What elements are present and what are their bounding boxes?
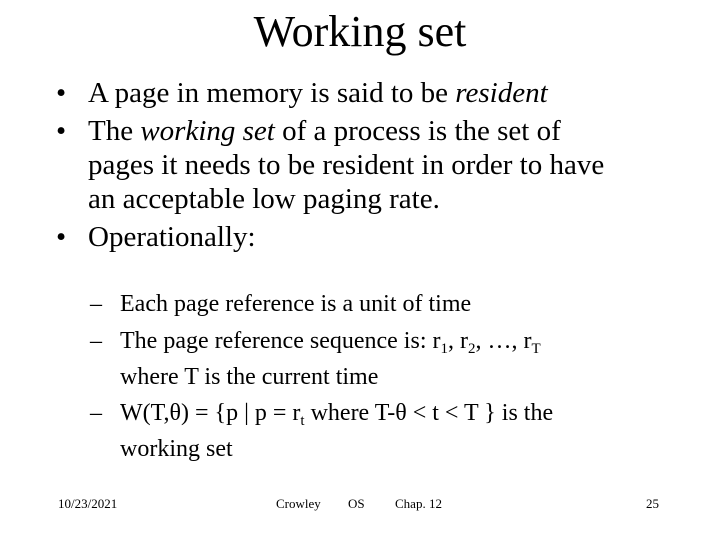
bullet-list: • A page in memory is said to be resident… xyxy=(52,76,692,258)
bullet-operationally: • Operationally: xyxy=(52,220,692,254)
dash-marker: – xyxy=(90,291,102,317)
bullet-text: A page in memory is said to be xyxy=(88,77,456,109)
sub-bullet-text: where T-θ < t < T } is the xyxy=(304,400,554,426)
sub-bullet-text: Each page reference is a unit of time xyxy=(120,291,472,317)
bullet-working-set: • The working set of a process is the set… xyxy=(52,114,692,216)
sub-bullet-text: where T is the current time xyxy=(120,364,379,390)
sub-bullet-text: W(T,θ) = {p | p = r xyxy=(120,400,301,426)
sub-bullet-text: , r xyxy=(447,328,468,354)
footer-chapter: Chap. 12 xyxy=(395,496,442,511)
dash-marker: – xyxy=(90,328,102,354)
bullet-dot: • xyxy=(56,221,67,253)
dash-marker: – xyxy=(90,400,102,426)
footer-author: Crowley xyxy=(276,496,321,511)
subscript: 1 xyxy=(440,341,448,357)
bullet-text: an acceptable low paging rate. xyxy=(88,183,440,215)
bullet-dot: • xyxy=(56,115,67,147)
subscript: 2 xyxy=(467,341,476,357)
bullet-text: Operationally: xyxy=(88,221,256,253)
bullet-dot: • xyxy=(56,77,67,109)
bullet-text: pages it needs to be resident in order t… xyxy=(88,149,605,181)
emphasis-working-set: working set xyxy=(140,115,275,147)
footer-course: OS xyxy=(348,496,365,511)
footer-page-number: 25 xyxy=(646,496,659,511)
sub-bullet-list: –Each page reference is a unit of time –… xyxy=(90,286,690,467)
subscript: T xyxy=(531,341,541,357)
emphasis-resident: resident xyxy=(455,77,548,109)
subscript: t xyxy=(300,413,305,429)
sub-bullet-definition: –W(T,θ) = {p | p = rt where T-θ < t < T … xyxy=(90,395,690,467)
sub-bullet-sequence: –The page reference sequence is: r1, r2,… xyxy=(90,323,690,395)
footer-date: 10/23/2021 xyxy=(58,496,118,511)
bullet-text: of a process is the set of xyxy=(274,115,561,147)
sub-bullet-text: working set xyxy=(120,436,233,462)
sub-bullet-text: , …, r xyxy=(475,328,532,354)
sub-bullet-time-unit: –Each page reference is a unit of time xyxy=(90,286,690,323)
bullet-text: The xyxy=(88,115,141,147)
slide-title: Working set xyxy=(253,7,467,56)
bullet-resident: • A page in memory is said to be resident xyxy=(52,76,692,110)
sub-bullet-text: The page reference sequence is: r xyxy=(120,328,441,354)
